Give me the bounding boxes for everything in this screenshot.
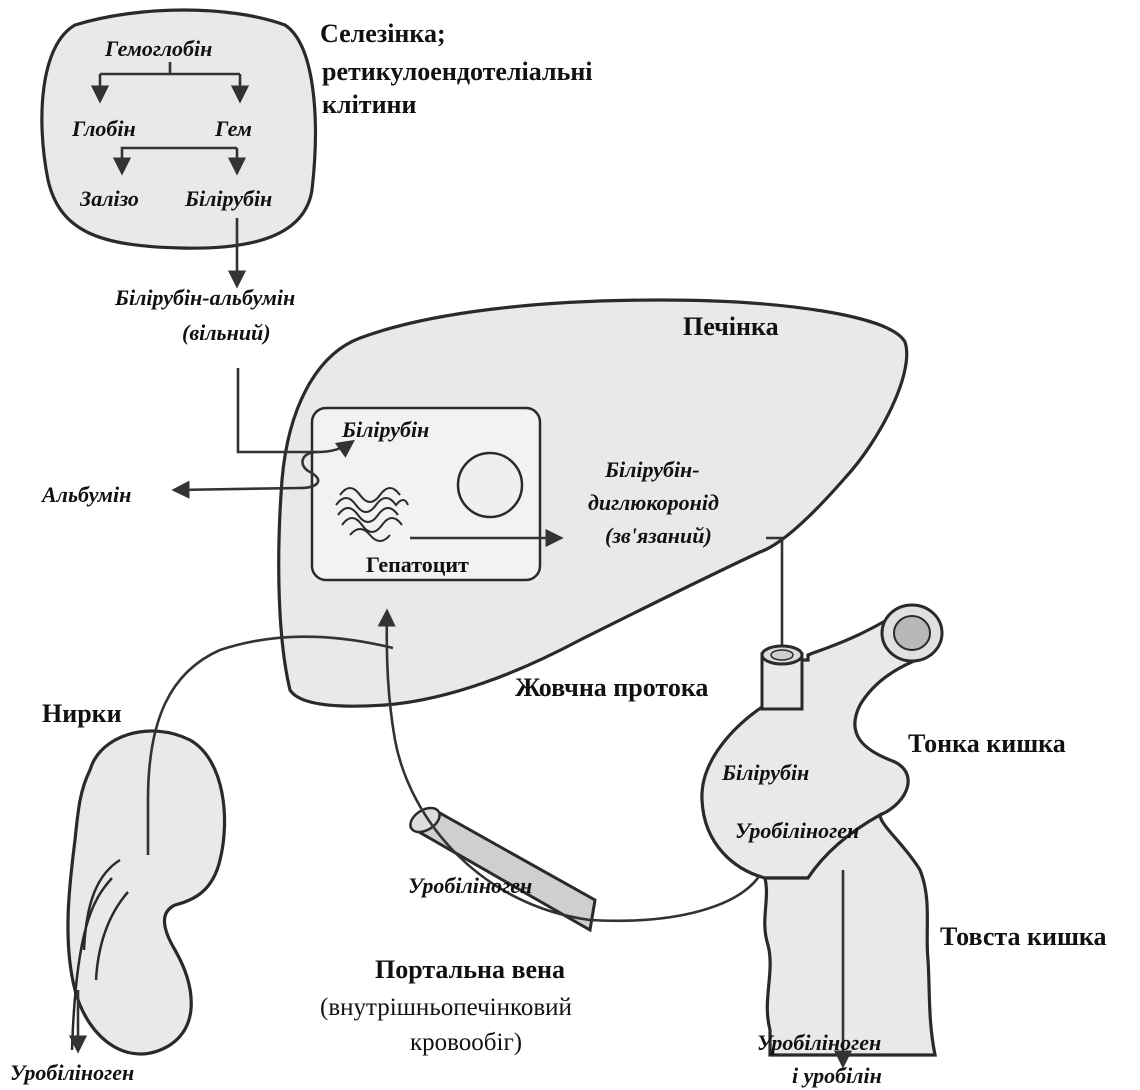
portal-urobilinogen-label: Уробіліноген <box>408 873 532 898</box>
globin-label: Глобін <box>71 116 136 141</box>
hepatocyte-label: Гепатоцит <box>366 552 469 577</box>
iron-label: Залізо <box>79 186 139 211</box>
large-intestine-output-line2: і уробілін <box>792 1063 882 1088</box>
portal-vein-tube <box>412 812 595 930</box>
bile-duct-lumen <box>771 650 793 660</box>
liver-title: Печінка <box>683 312 779 341</box>
heme-label: Гем <box>214 116 252 141</box>
large-intestine-output-line1: Уробіліноген <box>757 1030 881 1055</box>
kidney-urobilinogen-label: Уробіліноген <box>10 1060 134 1085</box>
spleen-bilirubin-label: Білірубін <box>184 186 272 211</box>
portal-vein-title: Портальна вена <box>375 955 565 984</box>
kidneys-title: Нирки <box>42 699 122 728</box>
intestine-bilirubin-label: Білірубін <box>721 760 809 785</box>
spleen-title-line1: Селезінка; <box>320 19 446 48</box>
bilirubin-albumin-label: Білірубін-альбумін <box>114 285 295 310</box>
spleen-title-line2: ретикулоендотеліальні <box>322 57 593 86</box>
hemoglobin-label: Гемоглобін <box>104 36 212 61</box>
albumin-label: Альбумін <box>40 482 131 507</box>
conjugated-line3: (зв'язаний) <box>605 523 712 548</box>
kidney-shape <box>68 731 225 1054</box>
portal-vein-sub-line2: кровообіг) <box>410 1029 522 1056</box>
hepatocyte-bilirubin-label: Білірубін <box>341 417 429 442</box>
intestine-urobilinogen-label: Уробіліноген <box>735 818 859 843</box>
portal-vein-sub-line1: (внутрішньопечінковий <box>320 994 572 1021</box>
conjugated-line2: диглюкоронід <box>588 490 719 515</box>
small-intestine-title: Тонка кишка <box>908 729 1066 758</box>
small-intestine-lumen <box>894 616 930 650</box>
conjugated-line1: Білірубін- <box>604 457 700 482</box>
bile-duct-title: Жовчна протока <box>515 673 708 702</box>
hepatocyte-nucleus-icon <box>458 453 522 517</box>
bilirubin-free-label: (вільний) <box>182 320 271 345</box>
spleen-title-line3: клітини <box>322 90 417 119</box>
large-intestine-title: Товста кишка <box>940 922 1107 951</box>
